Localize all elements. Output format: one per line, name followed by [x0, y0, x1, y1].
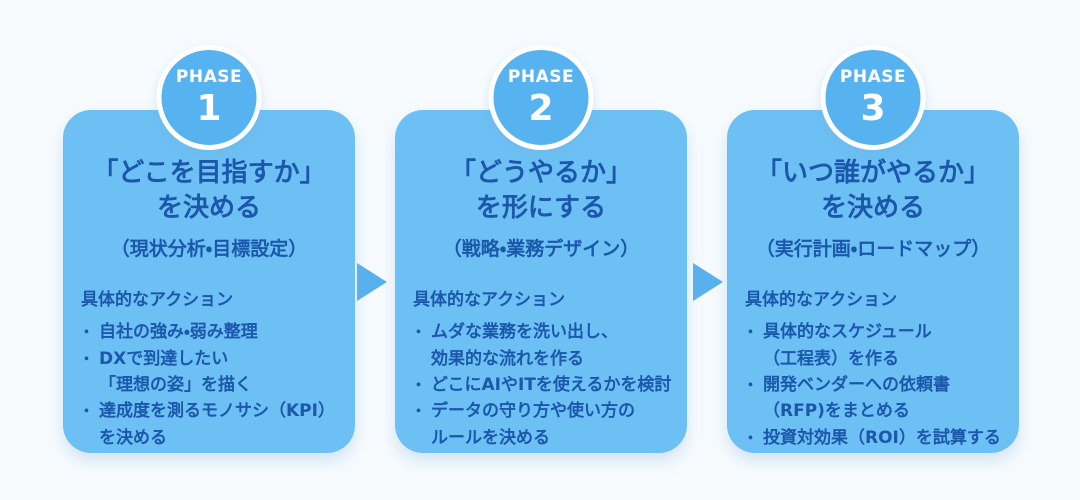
- action-text: 開発ベンダーへの依頼書: [763, 374, 950, 395]
- action-text: 「理想の姿」を描く: [99, 374, 252, 395]
- phase-1-title: 「どこを目指すか」 を決める: [63, 156, 355, 226]
- actions-heading: 具体的なアクション: [81, 290, 234, 311]
- action-item: ・ ムダな業務を洗い出し、 効果的な流れを作る: [411, 319, 679, 372]
- action-text: どこにAIやITを使えるかを検討: [431, 374, 672, 395]
- phase-1-subtitle: （現状分析・目標設定）: [110, 238, 308, 261]
- phase-badge-label: PHASE: [507, 66, 575, 87]
- bullet-marker: ・: [743, 323, 759, 342]
- action-text: データの守り方や使い方の: [431, 401, 635, 422]
- phase-3-card: PHASE 3 「いつ誰がやるか」 を決める （実行計画・ロードマップ） 具体的…: [727, 45, 1019, 453]
- action-text: 投資対効果（ROI）を試算する: [763, 427, 1001, 448]
- phase-title-line: を形にする: [475, 193, 607, 224]
- action-item: ・ 達成度を測るモノサシ（KPI） を決める: [79, 398, 347, 451]
- phase-2-card: PHASE 2 「どうやるか」 を形にする （戦略・業務デザイン） 具体的なアク…: [395, 45, 687, 453]
- action-item: ・ 自社の強み・弱み整理: [79, 319, 347, 345]
- arrow-right-icon: [693, 263, 723, 301]
- phase-title-line: 「どこを目指すか」: [92, 158, 326, 188]
- action-text: ムダな業務を洗い出し、: [431, 322, 618, 343]
- phase-3-subtitle: （実行計画・ロードマップ）: [755, 238, 991, 261]
- phase-title-line: を決める: [820, 193, 925, 224]
- phase-badge-number: 3: [860, 87, 886, 129]
- bullet-marker: ・: [411, 402, 427, 421]
- action-text: （工程表）を作る: [763, 348, 899, 369]
- action-text: 効果的な流れを作る: [431, 348, 584, 369]
- phase-1-card: PHASE 1 「どこを目指すか」 を決める （現状分析・目標設定） 具体的なア…: [63, 45, 355, 453]
- phase-title-line: 「どうやるか」: [449, 158, 632, 188]
- action-item: ・ 開発ベンダーへの依頼書 （RFP)をまとめる: [743, 372, 1011, 425]
- phase-3-title: 「いつ誰がやるか」 を決める: [727, 156, 1019, 226]
- bullet-marker: ・: [743, 428, 759, 447]
- actions-list: ・ ムダな業務を洗い出し、 効果的な流れを作る ・ どこにAIやITを使えるかを…: [411, 319, 679, 451]
- phase-title-line: 「いつ誰がやるか」: [755, 158, 990, 188]
- phase-2-title: 「どうやるか」 を形にする: [395, 156, 687, 226]
- actions-list: ・ 具体的なスケジュール （工程表）を作る ・ 開発ベンダーへの依頼書 （RFP…: [743, 319, 1011, 451]
- action-item: ・ DXで到達したい 「理想の姿」を描く: [79, 346, 347, 399]
- phase-2-badge: PHASE 2: [488, 45, 594, 150]
- action-text: を決める: [99, 427, 167, 448]
- action-text: （RFP)をまとめる: [763, 401, 910, 422]
- phase-badge-label: PHASE: [839, 66, 907, 87]
- arrow-right-icon: [357, 263, 387, 301]
- phase-3-badge: PHASE 3: [820, 45, 926, 150]
- action-text: 達成度を測るモノサシ（KPI）: [99, 401, 335, 422]
- action-text: 具体的なスケジュール: [763, 322, 932, 343]
- bullet-marker: ・: [79, 402, 95, 421]
- action-item: ・ データの守り方や使い方の ルールを決める: [411, 398, 679, 451]
- actions-heading: 具体的なアクション: [413, 290, 566, 311]
- action-item: ・ 具体的なスケジュール （工程表）を作る: [743, 319, 1011, 372]
- actions-heading: 具体的なアクション: [745, 290, 898, 311]
- phase-badge-number: 2: [528, 87, 554, 129]
- phase-2-subtitle: （戦略・業務デザイン）: [442, 238, 640, 261]
- bullet-marker: ・: [743, 375, 759, 394]
- action-text: DXで到達したい: [99, 348, 229, 369]
- phase-badge-label: PHASE: [175, 66, 243, 87]
- action-item: ・ 投資対効果（ROI）を試算する: [743, 425, 1011, 451]
- phase-title-line: を決める: [156, 193, 261, 224]
- phase-1-badge: PHASE 1: [156, 45, 262, 150]
- phase-badge-number: 1: [196, 87, 222, 129]
- action-item: ・ どこにAIやITを使えるかを検討: [411, 372, 679, 398]
- bullet-marker: ・: [79, 349, 95, 368]
- bullet-marker: ・: [411, 323, 427, 342]
- actions-list: ・ 自社の強み・弱み整理 ・ DXで到達したい 「理想の姿」を描く ・ 達成度を…: [79, 319, 347, 451]
- bullet-marker: ・: [79, 323, 95, 342]
- action-text: ルールを決める: [431, 427, 550, 448]
- bullet-marker: ・: [411, 375, 427, 394]
- action-text: 自社の強み・弱み整理: [99, 322, 258, 343]
